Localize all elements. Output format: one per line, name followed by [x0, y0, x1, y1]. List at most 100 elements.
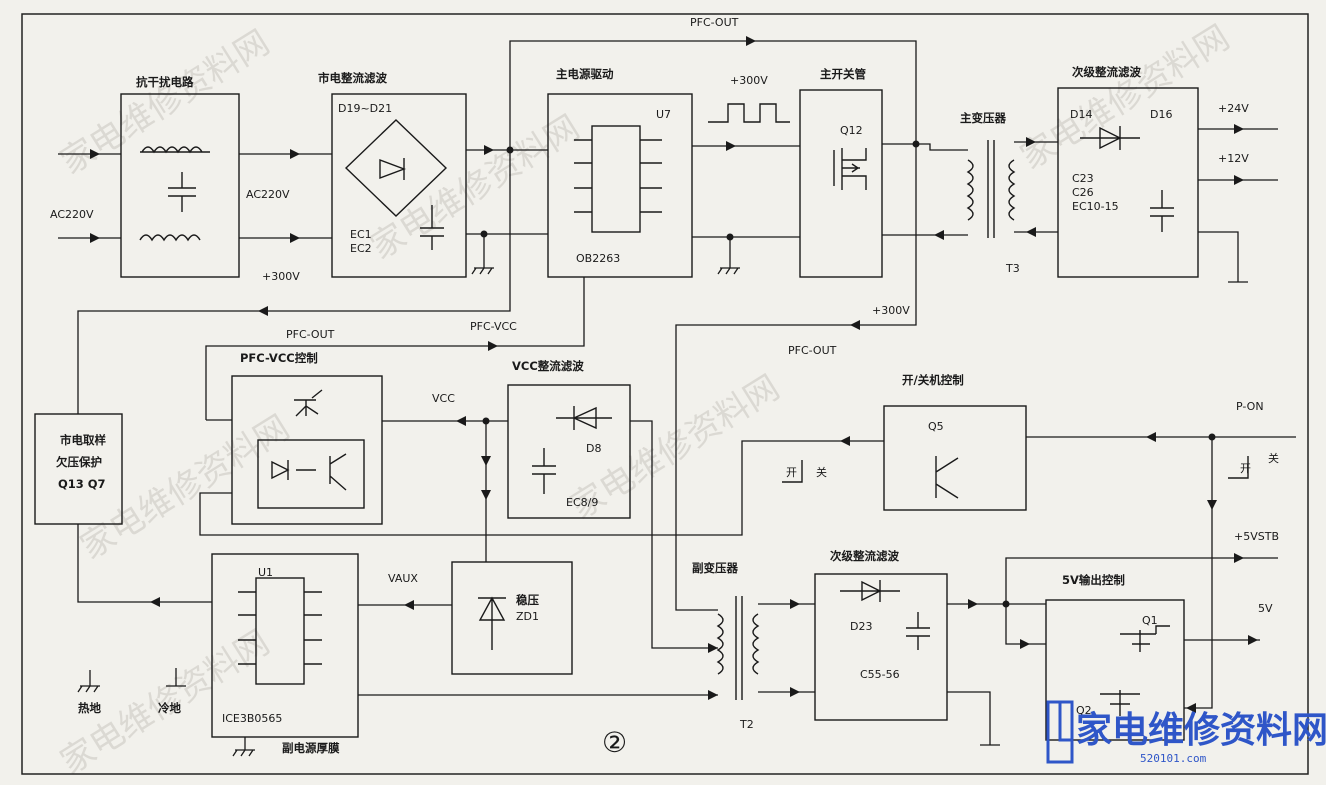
mains-protect-line3: Q13 Q7 [58, 477, 106, 491]
cold-ground-legend-icon [166, 668, 186, 687]
part-ec1: EC1 [350, 228, 372, 241]
part-d23: D23 [850, 620, 872, 633]
electrolytic-cap-icon [532, 448, 556, 494]
part-c55-56: C55-56 [860, 668, 900, 681]
legend-hot-ground: 热地 [78, 701, 101, 715]
secondary-rect-top-title: 次级整流滤波 [1072, 65, 1141, 79]
arrow [1026, 137, 1036, 147]
part-ob2263: OB2263 [576, 252, 620, 265]
arrow [481, 490, 491, 500]
aux-module-title: 副电源厚膜 [282, 741, 340, 755]
vcc-rect-title: VCC整流滤波 [512, 359, 584, 373]
arrow [726, 141, 736, 151]
logo-url: 520101.com [1140, 752, 1207, 765]
arrow [850, 320, 860, 330]
capacitor-icon [168, 172, 196, 212]
junction-dot [482, 417, 490, 425]
part-q2: Q2 [1076, 704, 1092, 717]
arrow [968, 599, 978, 609]
step-waveform-icon [782, 460, 803, 483]
arrow [90, 233, 100, 243]
arrow [708, 690, 718, 700]
diode-icon [556, 406, 612, 430]
signal-vcc: VCC [432, 392, 455, 405]
junction-dot [1002, 600, 1010, 608]
arrow [481, 456, 491, 466]
secondary-rect-bottom-box [814, 573, 948, 721]
signal-pfc-vcc: PFC-VCC [470, 320, 517, 333]
choke-icon [139, 234, 201, 242]
choke-icon [140, 146, 210, 154]
mains-protect-line1: 市电取样 [60, 433, 106, 447]
u7-chip-icon [591, 125, 641, 233]
secondary-rect-bottom-title: 次级整流滤波 [830, 549, 899, 563]
logo-mark-icon [1058, 702, 1072, 742]
arrow [1207, 500, 1217, 510]
u1-chip-icon [255, 577, 305, 685]
signal-on-2: 开 [1240, 462, 1251, 475]
arrowheads [90, 36, 1258, 713]
hot-ground-icon [232, 737, 255, 757]
onoff-ctrl-title: 开/关机控制 [902, 373, 964, 387]
part-ec8-9: EC8/9 [566, 496, 598, 509]
part-u7: U7 [656, 108, 671, 121]
wire-p-on-to-q2 [1184, 437, 1213, 709]
watermark-layer: 家电维修资料网 家电维修资料网 家电维修资料网 家电维修资料网 家电维修资料网 … [54, 18, 1237, 783]
logo-text: 家电维修资料网 [1076, 709, 1326, 751]
arrow [290, 149, 300, 159]
part-q1: Q1 [1142, 614, 1158, 627]
part-c26: C26 [1072, 186, 1094, 199]
phototransistor-icon [294, 389, 323, 417]
wires [58, 40, 1296, 745]
wire-5v-ctrl-in [1005, 604, 1046, 645]
onoff-ctrl-box [883, 405, 1027, 511]
signal-off-1: 关 [816, 465, 827, 479]
main-driver-title: 主电源驱动 [556, 67, 614, 81]
vcc-rect-box [507, 384, 631, 519]
transformer-primary-icon [716, 613, 724, 675]
secondary-rect-top-box [1057, 87, 1199, 278]
arrow [840, 436, 850, 446]
mains-rect-title: 市电整流滤波 [318, 71, 387, 85]
part-u1: U1 [258, 566, 273, 579]
emi-filter-title: 抗干扰电路 [136, 75, 194, 89]
arrow [1146, 432, 1156, 442]
transformer-secondary-icon [752, 613, 760, 675]
signal-ac220v-mid: AC220V [246, 188, 290, 201]
part-d8: D8 [586, 442, 601, 455]
block-outlines [34, 87, 1199, 741]
wire-sec-bottom-gnd [947, 691, 991, 745]
arrow [934, 230, 944, 240]
mosfet-icon [1120, 625, 1170, 652]
arrow [456, 416, 466, 426]
arrow [484, 145, 494, 155]
transformer-core-icon [987, 140, 995, 238]
labels: 抗干扰电路 市电整流滤波 主电源驱动 主开关管 主变压器 次级整流滤波 PFC-… [50, 16, 1279, 759]
main-switch-box [799, 89, 883, 278]
signal-24v: +24V [1218, 102, 1249, 115]
signal-pfc-out-top: PFC-OUT [690, 16, 739, 29]
wire-protect-to-u1 [77, 524, 212, 603]
wire-300v-right [850, 144, 917, 326]
arrow [90, 149, 100, 159]
pfc-vcc-ctrl-title: PFC-VCC控制 [240, 351, 318, 365]
main-transformer-title: 主变压器 [960, 111, 1006, 125]
arrow [150, 597, 160, 607]
component-symbols [139, 103, 1249, 716]
optocoupler-icon [257, 439, 365, 509]
watermark-text: 家电维修资料网 [74, 408, 297, 568]
part-d14: D14 [1070, 108, 1092, 121]
part-q5: Q5 [928, 420, 944, 433]
transformer-primary-icon [966, 159, 974, 221]
site-logo: 家电维修资料网 520101.com [1046, 700, 1326, 765]
arrow [1234, 124, 1244, 134]
signal-vaux: VAUX [388, 572, 418, 585]
hot-ground-legend-icon [77, 670, 100, 693]
wire-pfc-vcc [205, 277, 585, 420]
main-driver-box [547, 93, 693, 278]
hot-ground-icon [471, 234, 494, 275]
wire-pfc-out-mid [199, 440, 884, 536]
diode-icon [840, 580, 900, 602]
